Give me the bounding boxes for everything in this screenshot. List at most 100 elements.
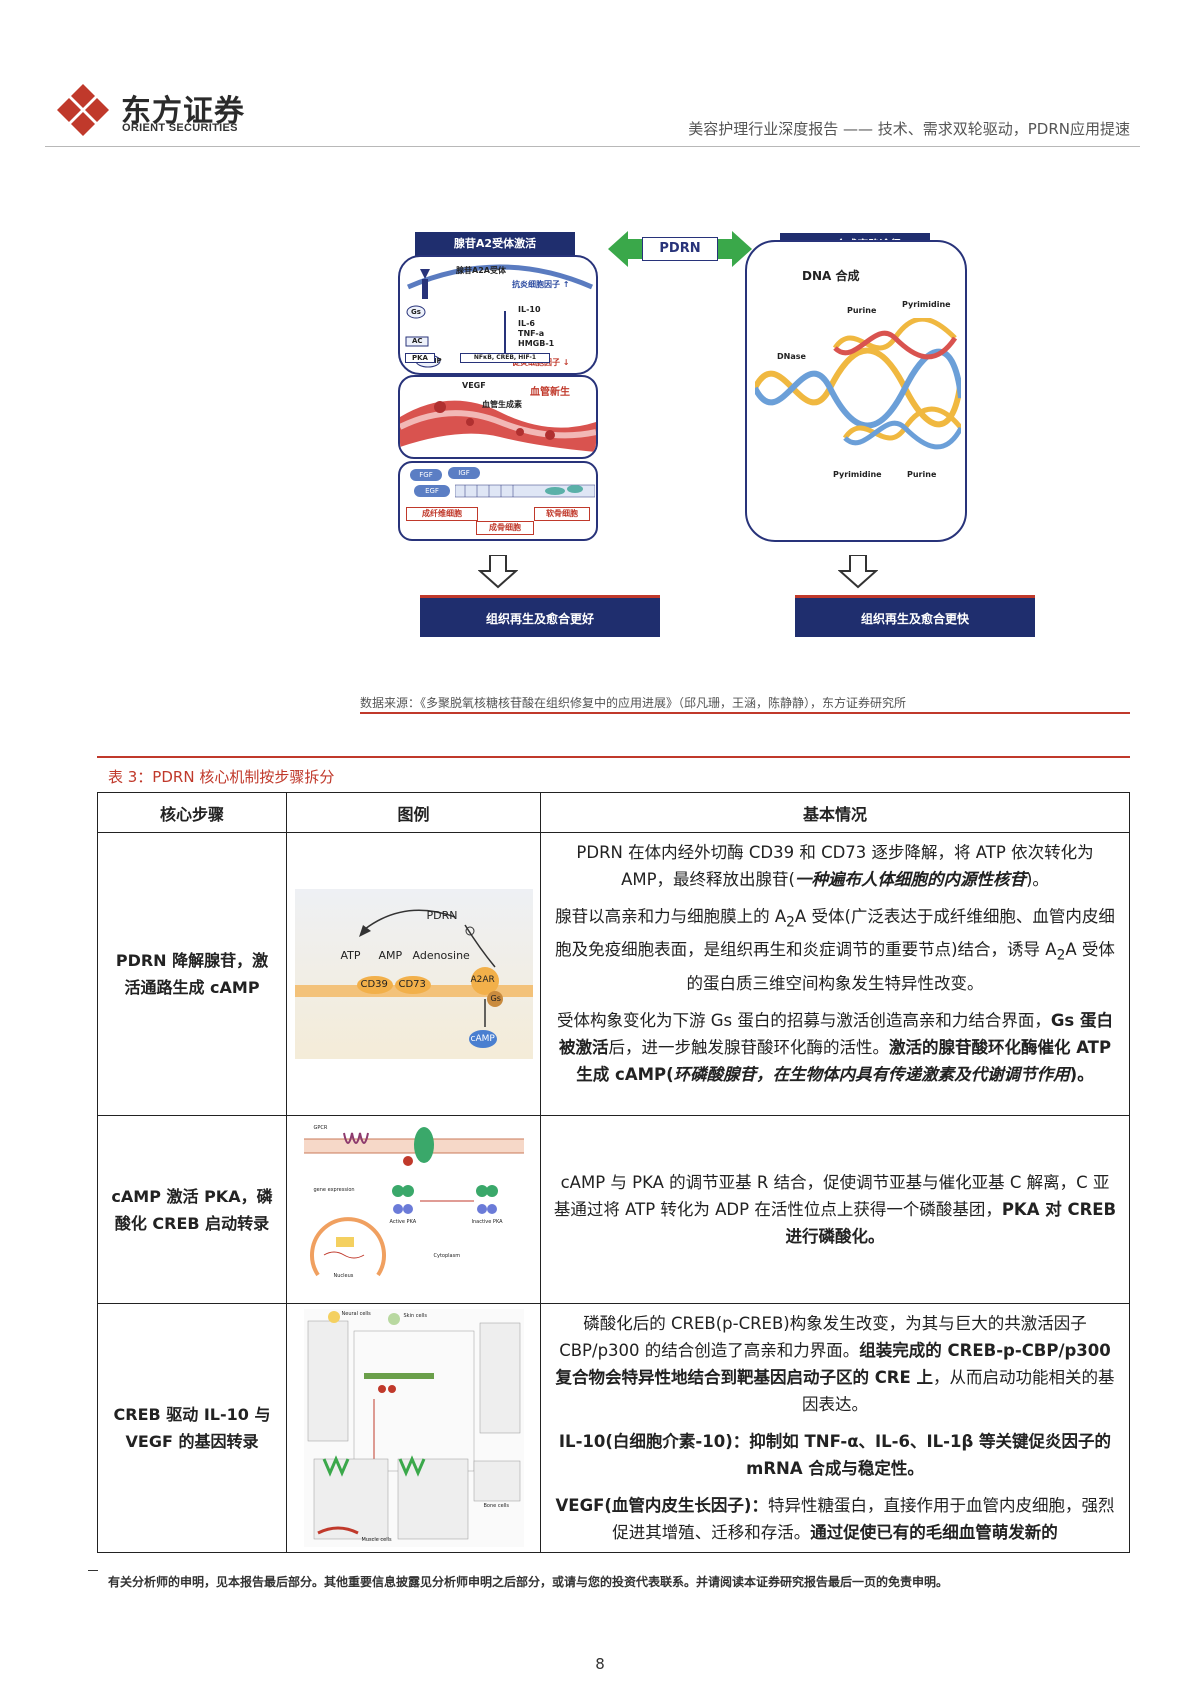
il10-label: IL-10 xyxy=(518,305,541,314)
creb-pathway-illustration xyxy=(307,1311,520,1540)
skin-cells-label: Skin cells xyxy=(403,1313,427,1319)
text: 磷酸化后的 CREB(p-CREB)构象发生改变，为其与巨大的共激活因子 CBP… xyxy=(559,1314,1087,1360)
neural-cells-label: Neural cells xyxy=(341,1311,371,1317)
description-cell: PDRN 在体内经外切酶 CD39 和 CD73 逐步降解，将 ATP 依次转化… xyxy=(540,832,1130,1116)
gs-fig-label: Gs xyxy=(490,994,501,1003)
emphasis: VEGF(血管内皮生长因子)： xyxy=(555,1496,768,1515)
description-cell: cAMP 与 PKA 的调节亚基 R 结合，促使调节亚基与催化亚基 C 解离，C… xyxy=(540,1115,1130,1304)
row3-paragraph-2: IL-10(白细胞介素-10)：抑制如 TNF-α、IL-6、IL-1β 等关键… xyxy=(558,1432,1112,1478)
dnase-label: DNase xyxy=(777,352,806,361)
row3-paragraph-1: 磷酸化后的 CREB(p-CREB)构象发生改变，为其与巨大的共激活因子 CBP… xyxy=(553,1310,1117,1418)
text: 腺苷以高亲和力与细胞膜上的 A xyxy=(555,907,787,926)
orient-logo-icon xyxy=(57,84,109,136)
fgf-badge: FGF xyxy=(410,469,442,481)
cytoplasm-label: Cytoplasm xyxy=(433,1252,461,1259)
emphasis: PKA 对 CREB 进行磷酸化。 xyxy=(785,1200,1117,1246)
page-number: 8 xyxy=(595,1655,605,1673)
vessel-formation-label: 血管生成素 xyxy=(482,400,522,409)
inactive-pka-label: Inactive PKA xyxy=(471,1218,503,1225)
step-cell: cAMP 激活 PKA，磷酸化 CREB 启动转录 xyxy=(97,1115,287,1304)
text: A 受体(广泛表达于成纤维细胞、血管内皮细胞及免疫细胞表面，是组织再生和炎症调节… xyxy=(555,907,1115,960)
igf-badge: IGF xyxy=(448,467,480,479)
table-row: cAMP 激活 PKA，磷酸化 CREB 启动转录 xyxy=(97,1115,1130,1304)
pka-pathway-illustration xyxy=(303,1126,524,1276)
text: PDRN 在体内经外切酶 CD39 和 CD73 逐步降解，将 ATP 依次转化… xyxy=(576,843,1094,889)
chondrocyte-box: 软骨细胞 xyxy=(534,507,590,521)
egf-badge: EGF xyxy=(414,485,450,497)
pyrimidine-label-top: Pyrimidine xyxy=(902,300,951,309)
cd39-label: CD39 xyxy=(360,979,388,990)
purine-label-top: Purine xyxy=(847,306,877,315)
receptor-label: 腺苷A2A受体 xyxy=(456,266,506,275)
table-top-rule xyxy=(97,756,1130,758)
bone-cells-label: Bone cells xyxy=(483,1503,510,1509)
atp-label: ATP xyxy=(340,949,361,962)
emphasis: Gs 蛋白被激活 xyxy=(558,1010,1113,1057)
table-row: PDRN 降解腺苷，激活通路生成 cAMP PDRN ATP xyxy=(97,832,1130,1116)
pdrn-center-label: PDRN xyxy=(642,237,718,261)
osteoblast-box: 成骨细胞 xyxy=(476,521,534,535)
row1-paragraph-3: 受体构象变化为下游 Gs 蛋白的招募与激活创造高亲和力结合界面，Gs 蛋白被激活… xyxy=(553,1007,1117,1088)
footer-mark xyxy=(88,1570,98,1571)
tnf-label: TNF-a xyxy=(518,329,545,338)
gpcr-label: GPCR xyxy=(313,1124,328,1131)
text: )。 xyxy=(1025,870,1049,889)
pdrn-fig-label: PDRN xyxy=(426,909,458,922)
blood-vessel-illustration xyxy=(400,400,596,452)
growth-factor-panel: FGF IGF EGF 成纤维细胞 成骨细胞 软骨细胞 xyxy=(398,461,598,541)
row2-paragraph-1: cAMP 与 PKA 的调节亚基 R 结合，促使调节亚基与催化亚基 C 解离，C… xyxy=(553,1169,1117,1250)
vegf-label: VEGF xyxy=(462,381,486,390)
header-figure: 图例 xyxy=(286,792,541,833)
text: 后，进一步触发腺苷酸环化酶的活性。 xyxy=(608,1037,889,1057)
adenosine-label: Adenosine xyxy=(412,949,470,962)
pyrimidine-label-bottom: Pyrimidine xyxy=(833,470,882,479)
pdrn-mechanism-figure: 腺苷A2受体激活 腺苷A2A受体 抗炎细胞因子 ↑ IL-10 IL-6 TNF… xyxy=(360,225,1120,685)
header-description: 基本情况 xyxy=(540,792,1130,833)
text: cAMP 与 PKA 的调节亚基 R 结合，促使调节亚基与催化亚基 C 解离，C… xyxy=(553,1173,1110,1219)
logo-english-name: ORIENT SECURITIES xyxy=(122,122,238,134)
dna-synthesis-panel: DNA 合成 Purine Pyrimidine DNase Pyrimidin… xyxy=(745,240,967,542)
footer-disclaimer: 有关分析师的申明，见本报告最后部分。其他重要信息披露见分析师申明之后部分，或请与… xyxy=(108,1575,949,1589)
purine-label-bottom: Purine xyxy=(907,470,937,479)
emphasis: )。 xyxy=(1069,1064,1094,1084)
report-title: 美容护理行业深度报告 —— 技术、需求双轮驱动，PDRN应用提速 xyxy=(688,120,1130,138)
il6-label: IL-6 xyxy=(518,319,535,328)
figure-cell: GPCR gene expression Active PKA Inactive… xyxy=(286,1115,541,1304)
emphasis: 组装完成的 CREB-p-CBP/p300 复合物会特异性地结合到靶基因启动子区… xyxy=(555,1341,1111,1387)
step-cell: CREB 驱动 IL-10 与 VEGF 的基因转录 xyxy=(97,1303,287,1553)
step-cell: PDRN 降解腺苷，激活通路生成 cAMP xyxy=(97,832,287,1116)
subscript: 2 xyxy=(1056,947,1066,964)
emphasis: 通过促使已有的毛细血管萌发新的 xyxy=(810,1523,1058,1542)
gene-expression-label: gene expression xyxy=(313,1186,355,1193)
subscript: 2 xyxy=(786,914,795,931)
amp-label: AMP xyxy=(378,949,403,962)
fibroblast-box: 成纤维细胞 xyxy=(406,507,478,521)
description-cell: 磷酸化后的 CREB(p-CREB)构象发生改变，为其与巨大的共激活因子 CBP… xyxy=(540,1303,1130,1553)
camp-fig-label: cAMP xyxy=(470,1034,495,1044)
muscle-cells-label: Muscle cells xyxy=(361,1537,392,1543)
text: A 受体的蛋白质三维空间构象发生特异性改变。 xyxy=(686,940,1115,993)
down-arrow-right-icon xyxy=(838,555,878,589)
header-divider xyxy=(45,146,1140,147)
row1-paragraph-1: PDRN 在体内经外切酶 CD39 和 CD73 逐步降解，将 ATP 依次转化… xyxy=(553,839,1117,893)
table-header-row: 核心步骤 图例 基本情况 xyxy=(97,792,1130,833)
text: ，从而启动功能相关的基因表达。 xyxy=(802,1368,1115,1414)
down-arrow-left-icon xyxy=(478,555,518,589)
text: 特异性糖蛋白，直接作用于血管内皮细胞，强烈促进其增殖、迁移和存活。 xyxy=(612,1496,1115,1542)
hmgb-label: HMGB-1 xyxy=(518,339,555,348)
figure-cell: PDRN ATP AMP Adenosine CD39 CD73 A2AR Gs… xyxy=(286,832,541,1116)
figure-source: 数据来源：《多聚脱氧核糖核苷酸在组织修复中的应用进展》（邱凡珊，王涵，陈静静），… xyxy=(360,696,907,710)
nfkb-box: NFκB, CREB, HIF-1 xyxy=(460,353,550,363)
angiogenesis-panel: VEGF 血管新生 血管生成素 xyxy=(398,375,598,459)
row1-paragraph-2: 腺苷以高亲和力与细胞膜上的 A2A 受体(广泛表达于成纤维细胞、血管内皮细胞及免… xyxy=(553,903,1117,997)
enzyme-degradation-illustration xyxy=(294,909,533,1048)
header-step: 核心步骤 xyxy=(97,792,287,833)
gs-label: Gs xyxy=(411,308,421,316)
right-result-box: 组织再生及愈合更快 xyxy=(795,595,1035,637)
text: 受体构象变化为下游 Gs 蛋白的招募与激活创造高亲和力结合界面， xyxy=(557,1010,1051,1030)
angiogenesis-label: 血管新生 xyxy=(530,387,570,398)
emphasis: 激活的腺苷酸环化酶催化 ATP 生成 cAMP( xyxy=(576,1037,1112,1084)
table-row: CREB 驱动 IL-10 与 VEGF 的基因转录 xyxy=(97,1303,1130,1553)
a2ar-label: A2AR xyxy=(470,975,495,985)
cd73-label: CD73 xyxy=(398,979,426,990)
